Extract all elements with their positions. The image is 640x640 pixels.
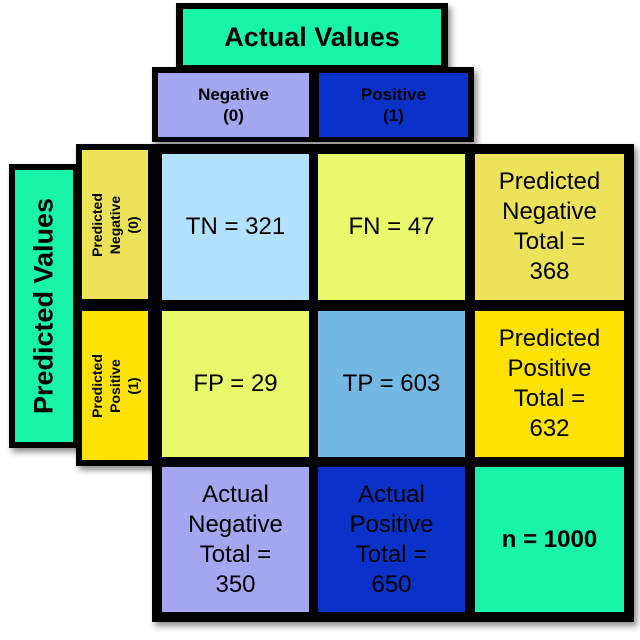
predicted-negative-total-cell: Predicted Negative Total = 368 [475, 154, 624, 300]
true-positive-cell: TP = 603 [318, 311, 465, 457]
predicted-positive-total-cell: Predicted Positive Total = 632 [475, 311, 624, 457]
predicted-positive-header-text: Predicted Positive (1) [89, 353, 141, 418]
n-total-cell: n = 1000 [475, 467, 624, 612]
predicted-negative-header-text: Predicted Negative (0) [89, 192, 141, 257]
predicted-values-title-text: Predicted Values [28, 197, 59, 415]
actual-negative-total-cell: Actual Negative Total = 350 [162, 467, 309, 612]
false-positive-cell: FP = 29 [162, 311, 309, 457]
actual-positive-header: Positive (1) [319, 73, 468, 137]
predicted-values-title: Predicted Values [15, 170, 73, 442]
predicted-negative-header: Predicted Negative (0) [82, 150, 148, 299]
actual-values-title: Actual Values [183, 9, 441, 65]
predicted-positive-header: Predicted Positive (1) [82, 311, 148, 460]
actual-negative-header: Negative (0) [158, 73, 309, 137]
true-negative-cell: TN = 321 [162, 154, 309, 300]
actual-positive-total-cell: Actual Positive Total = 650 [318, 467, 465, 612]
false-negative-cell: FN = 47 [318, 154, 465, 300]
